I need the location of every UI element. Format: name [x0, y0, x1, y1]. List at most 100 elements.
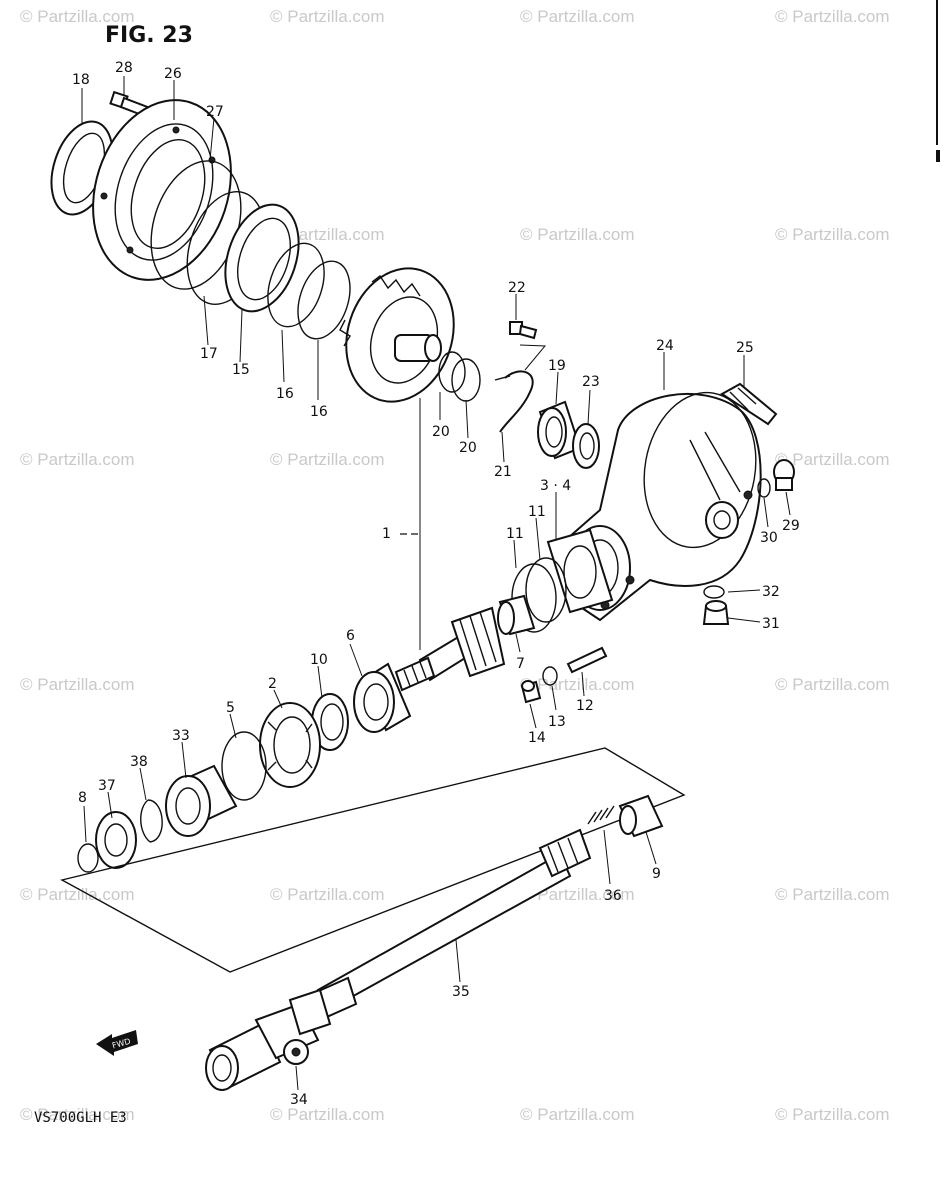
propeller-shaft-35 [310, 828, 592, 1022]
watermark: © Partzilla.com [775, 1105, 890, 1124]
watermark: © Partzilla.com [270, 7, 385, 26]
watermark: © Partzilla.com [775, 225, 890, 244]
callout: 19 [548, 358, 566, 374]
watermark: © Partzilla.com [520, 675, 635, 694]
callout: 31 [762, 616, 780, 632]
washer-8 [77, 843, 99, 873]
callout: 22 [508, 280, 526, 296]
figure-title: FIG. 23 [105, 23, 193, 48]
callout: 25 [736, 340, 754, 356]
shim-16a [267, 242, 325, 328]
model-code: VS700GLH E3 [34, 1110, 127, 1126]
watermark: © Partzilla.com [520, 1105, 635, 1124]
shim-16b [297, 260, 351, 340]
universal-joint-34 [205, 988, 332, 1091]
watermark: © Partzilla.com [270, 1105, 385, 1124]
seal-23 [572, 423, 600, 469]
oil-seal-37 [95, 811, 137, 869]
watermark: © Partzilla.com [270, 885, 385, 904]
spring-36 [587, 805, 615, 825]
callout: 34 [290, 1092, 308, 1108]
ring-gear [339, 267, 455, 403]
bearing-15 [224, 203, 300, 313]
watermark: © Partzilla.com [270, 450, 385, 469]
callout: 11 [506, 526, 524, 542]
drain-plug-31 [702, 600, 730, 625]
bearing-6 [353, 662, 412, 733]
callout: 18 [72, 72, 90, 88]
callout: 29 [782, 518, 800, 534]
callout: 16 [276, 386, 294, 402]
callout: 35 [452, 984, 470, 1000]
circlip-21 [494, 370, 534, 433]
nut-2 [259, 702, 321, 788]
callout: 28 [115, 60, 133, 76]
callout: 7 [516, 656, 525, 672]
callout: 30 [760, 530, 778, 546]
watermark: © Partzilla.com [20, 450, 135, 469]
watermark: © Partzilla.com [20, 7, 135, 26]
watermark: © Partzilla.com [20, 885, 135, 904]
nut-14 [520, 680, 542, 704]
bolt-22 [509, 321, 538, 340]
callout: 20 [432, 424, 450, 440]
gasket-30 [757, 478, 771, 498]
gasket-32 [703, 585, 725, 599]
callout: 13 [548, 714, 566, 730]
bearing-7 [497, 594, 536, 636]
watermark: © Partzilla.com [775, 450, 890, 469]
bearing-19 [537, 400, 582, 460]
callout: 20 [459, 440, 477, 456]
watermark-layer: © Partzilla.com © Partzilla.com © Partzi… [20, 7, 890, 1124]
callout-labels: 18 28 26 27 17 15 16 16 20 20 21 22 19 2… [72, 60, 800, 1108]
pinion-gear-shaft [394, 606, 506, 692]
shim-plate-3-4 [546, 528, 614, 614]
stud-25 [720, 382, 778, 426]
callout: 33 [172, 728, 190, 744]
callout: 17 [200, 346, 218, 362]
watermark: © Partzilla.com [775, 7, 890, 26]
callout: 9 [652, 866, 661, 882]
callout: 37 [98, 778, 116, 794]
stud-12 [566, 646, 608, 674]
leader-22 [519, 344, 547, 371]
callout: 21 [494, 464, 512, 480]
watermark: © Partzilla.com [20, 1105, 135, 1124]
circlip-38 [140, 799, 163, 843]
leader-lines [81, 76, 791, 1091]
callout: 12 [576, 698, 594, 714]
nut-9 [618, 794, 664, 838]
shim-20a [438, 351, 466, 393]
callout: 11 [528, 504, 546, 520]
washer-13 [542, 666, 558, 686]
universal-joint-yoke-33 [165, 764, 238, 837]
shaft-subassembly-box [60, 747, 686, 973]
bearing-housing-26 [92, 99, 232, 281]
shim-20b [451, 358, 481, 402]
forward-arrow-icon: FWD [96, 1030, 138, 1056]
callout: 5 [226, 700, 235, 716]
callout: 16 [310, 404, 328, 420]
callout: 36 [604, 888, 622, 904]
callout: 38 [130, 754, 148, 770]
callout: 27 [206, 104, 224, 120]
callout: 14 [528, 730, 546, 746]
callout: 2 [268, 676, 277, 692]
watermark: © Partzilla.com [520, 225, 635, 244]
watermark: © Partzilla.com [775, 675, 890, 694]
callout: 23 [582, 374, 600, 390]
watermark: © Partzilla.com [520, 7, 635, 26]
callout: 1 [382, 526, 391, 542]
callout: 6 [346, 628, 355, 644]
callout: 8 [78, 790, 87, 806]
filler-cap-29 [773, 459, 795, 491]
o-ring-5 [221, 731, 267, 801]
callout: 15 [232, 362, 250, 378]
watermark: © Partzilla.com [775, 885, 890, 904]
callout: 3 · 4 [540, 478, 571, 494]
callout: 10 [310, 652, 328, 668]
callout: 32 [762, 584, 780, 600]
watermark: © Partzilla.com [520, 885, 635, 904]
page-edge-mark [936, 150, 940, 162]
